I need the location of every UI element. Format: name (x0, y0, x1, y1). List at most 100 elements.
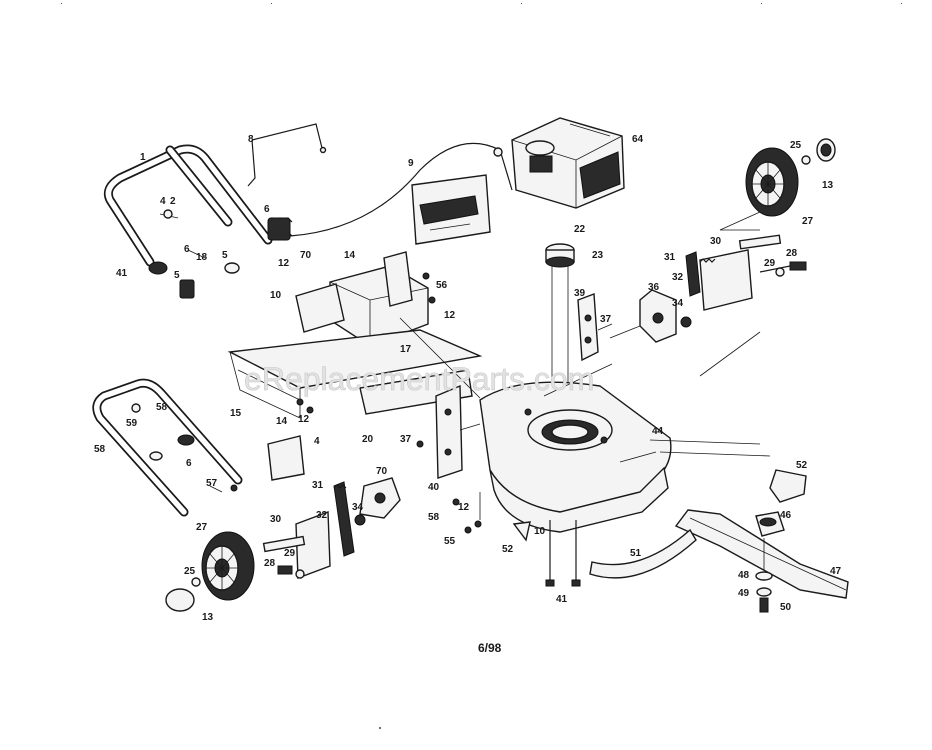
part-label: 39 (574, 288, 586, 299)
part-label: 37 (400, 434, 412, 445)
part-label: 29 (764, 258, 776, 269)
control-cable (289, 142, 501, 237)
part-label: 32 (672, 272, 684, 283)
washer-25b (191, 577, 201, 587)
gear-plate-lower (354, 477, 401, 526)
leader-lines (399, 317, 771, 457)
part-label: 12 (444, 310, 456, 321)
mower-deck (479, 381, 672, 533)
bracket-39 (577, 293, 613, 362)
part-label: 13 (822, 180, 834, 191)
part-label: 28 (264, 558, 276, 569)
part-label: 34 (352, 502, 364, 513)
part-label: 5 (222, 250, 228, 261)
blade-assembly (674, 469, 849, 613)
hubcap-left (165, 588, 195, 612)
part-label: 58 (94, 444, 106, 455)
part-label: 41 (116, 268, 128, 279)
part-label: 1 (140, 152, 146, 163)
part-label: 18 (196, 252, 208, 263)
part-label: 12 (298, 414, 310, 425)
bracket-52 (512, 521, 531, 542)
part-label: 25 (184, 566, 196, 577)
dot-mark (379, 727, 381, 729)
part-label: 70 (376, 466, 388, 477)
part-label: 34 (672, 298, 684, 309)
part-label: 49 (738, 588, 750, 599)
instruction-plate (411, 174, 491, 245)
part-label: 48 (738, 570, 750, 581)
washer-25 (801, 155, 811, 165)
part-label: 32 (316, 510, 328, 521)
watermark: eReplacementParts.com (244, 361, 594, 397)
part-label: 51 (630, 548, 642, 559)
part-label: 47 (830, 566, 842, 577)
part-label: 17 (400, 344, 412, 355)
lower-handle (92, 378, 243, 517)
part-label: 10 (534, 526, 546, 537)
part-4-box (267, 435, 305, 481)
part-label: 56 (436, 280, 448, 291)
part-label: 12 (278, 258, 290, 269)
part-label: 27 (196, 522, 208, 533)
part-label: 20 (362, 434, 374, 445)
deck-bolts (545, 520, 581, 587)
hubcap-right (816, 138, 836, 162)
part-label: 4 (314, 436, 320, 447)
header-fragment: · (60, 0, 63, 8)
height-adjuster-right (685, 234, 807, 311)
part-label: 14 (344, 250, 356, 261)
part-label: 6 (264, 204, 270, 215)
height-adjuster-left (262, 481, 355, 579)
header-fragment: · (270, 0, 273, 8)
header-fragments: · · · · · (60, 0, 903, 8)
header-fragment: · (520, 0, 523, 8)
part-label: 4 (160, 196, 166, 207)
part-label: 6 (186, 458, 192, 469)
bracket-40 (435, 384, 481, 479)
part-label: 15 (230, 408, 242, 419)
deck-plate (227, 329, 483, 419)
front-wheel-left (201, 531, 255, 601)
engine (511, 117, 625, 209)
part-labels: 1 8 6 4 2 6 18 5 41 5 9 12 70 14 10 56 1… (94, 134, 842, 623)
gear-plate (609, 289, 692, 343)
part-label: 8 (248, 134, 254, 145)
part-label: 25 (790, 140, 802, 151)
footer-date: 6/98 (478, 641, 502, 655)
part-label: 6 (184, 244, 190, 255)
misc-fasteners (296, 398, 482, 534)
part-label: 31 (312, 480, 324, 491)
baffle (589, 528, 697, 579)
part-label: 2 (170, 196, 176, 207)
rear-wheel-right (745, 147, 799, 217)
part-label: 64 (632, 134, 644, 145)
part-label: 55 (444, 536, 456, 547)
part-label: 44 (652, 426, 664, 437)
part-label: 58 (428, 512, 440, 523)
part-label: 30 (270, 514, 282, 525)
spring (267, 217, 293, 241)
part-label: 41 (556, 594, 568, 605)
part-label: 50 (780, 602, 792, 613)
part-label: 9 (408, 158, 414, 169)
cable-end (499, 149, 513, 191)
part-label: 59 (126, 418, 138, 429)
part-label: 27 (802, 216, 814, 227)
part-label: 5 (174, 270, 180, 281)
header-fragment: · (760, 0, 763, 8)
lower-handle-knobs (131, 403, 238, 493)
part-label: 58 (156, 402, 168, 413)
part-label: 29 (284, 548, 296, 559)
part-label: 37 (600, 314, 612, 325)
part-label: 40 (428, 482, 440, 493)
part-label: 36 (648, 282, 660, 293)
part-label: 12 (458, 502, 470, 513)
control-bail (247, 123, 327, 187)
part-label: 30 (710, 236, 722, 247)
upper-handle (103, 144, 273, 267)
part-label: 10 (270, 290, 282, 301)
part-label: 28 (786, 248, 798, 259)
part-label: 22 (574, 224, 586, 235)
